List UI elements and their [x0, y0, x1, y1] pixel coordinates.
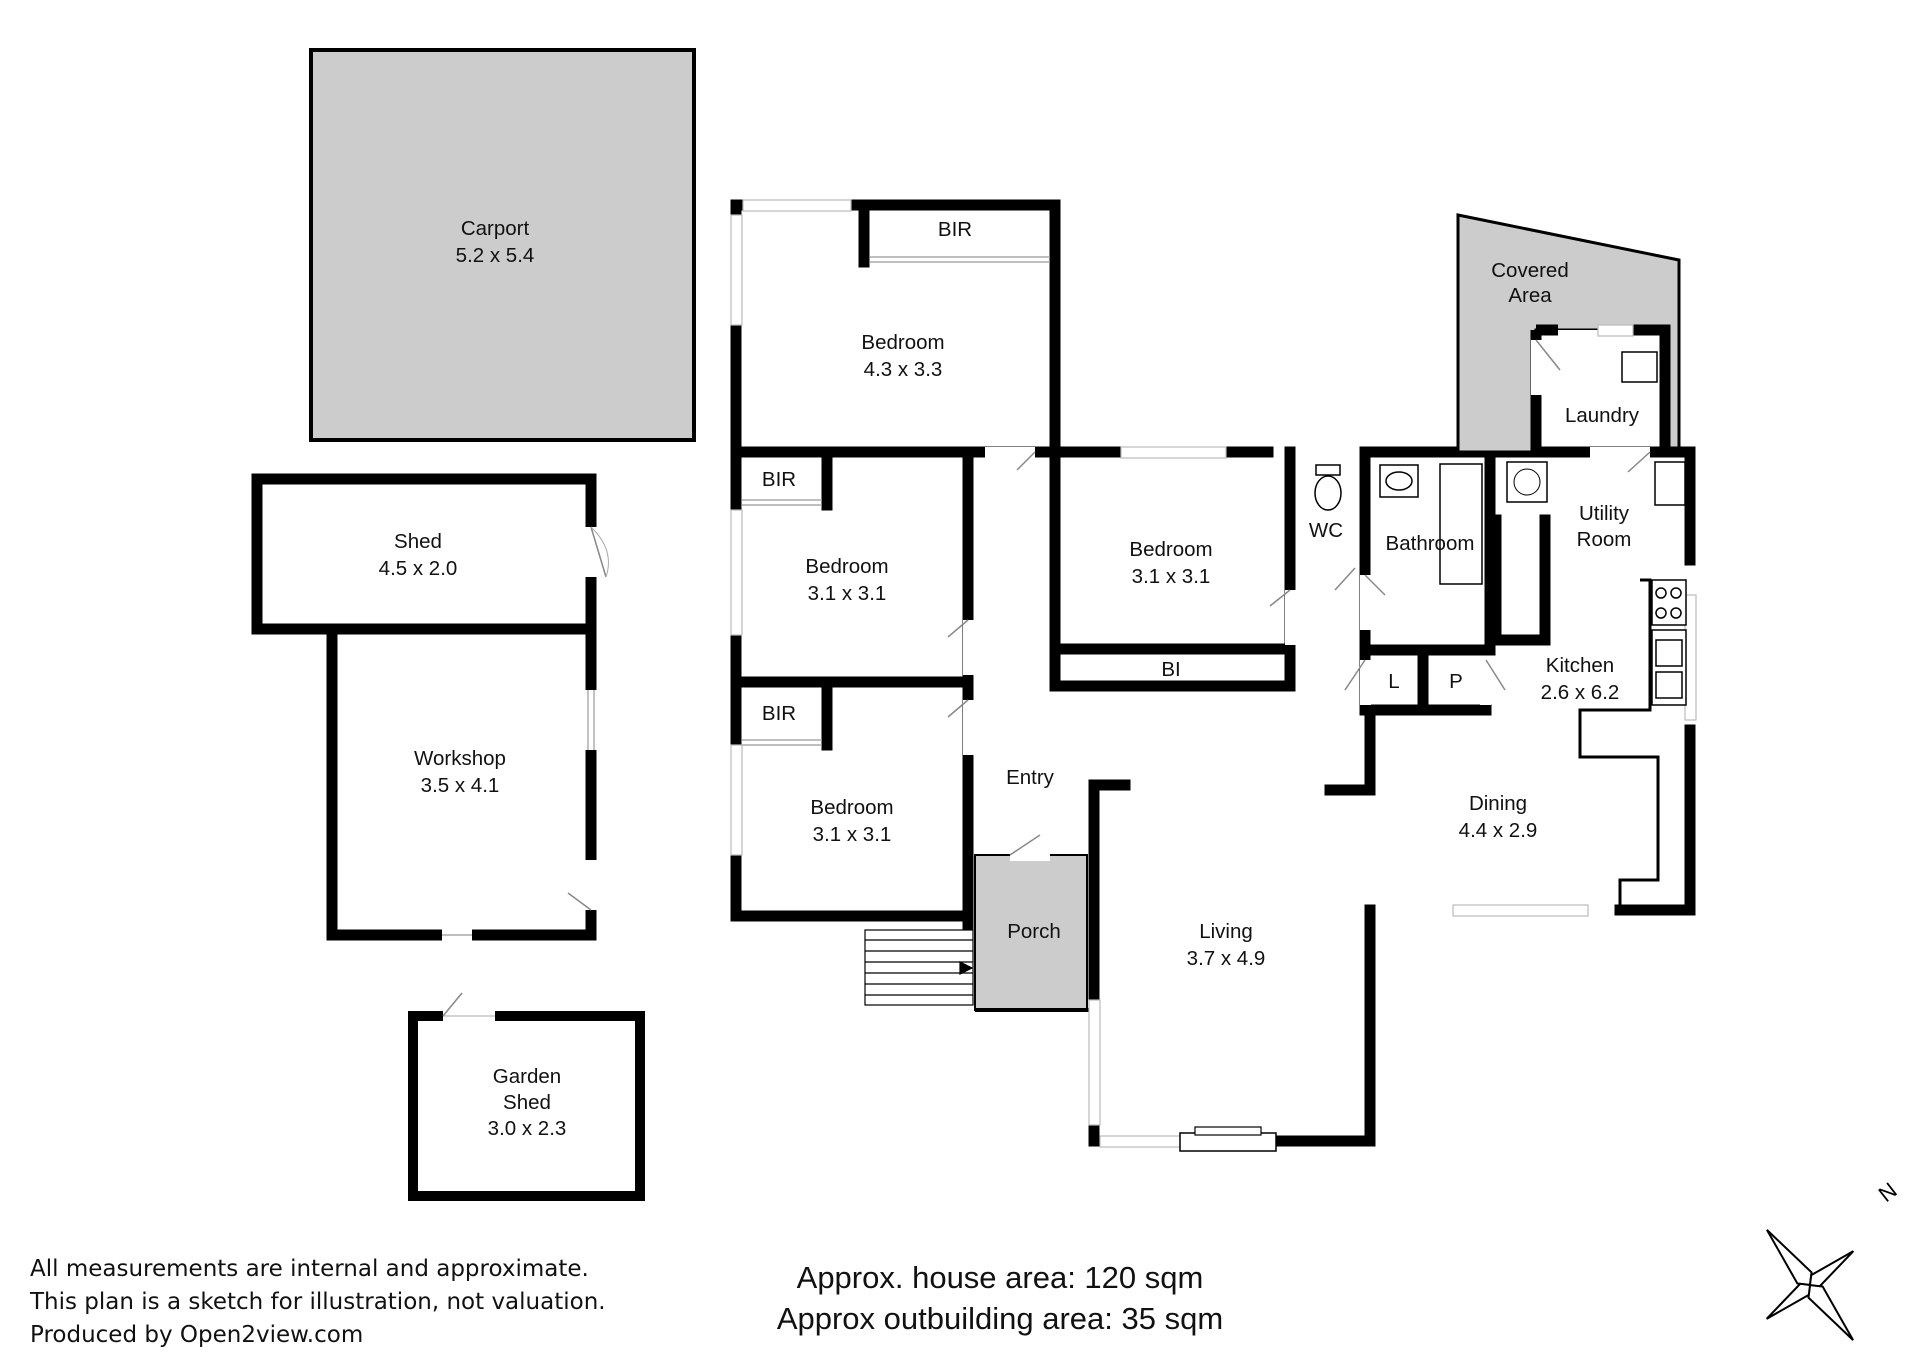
bay-window [1179, 1132, 1277, 1152]
pantry-label: P [1449, 670, 1463, 693]
living-dims: 3.7 x 4.9 [1187, 947, 1266, 970]
disclaimer-line2: This plan is a sketch for illustration, … [30, 1289, 606, 1315]
bedroom3-dims: 3.1 x 3.1 [813, 823, 892, 846]
laundry-label: Laundry [1565, 404, 1640, 427]
disclaimer-line1: All measurements are internal and approx… [30, 1256, 589, 1282]
bir3-label: BIR [762, 702, 796, 725]
bedroom1-name: Bedroom [861, 331, 944, 354]
bedroom2-name: Bedroom [805, 555, 888, 578]
bedroom4-name: Bedroom [1129, 538, 1212, 561]
compass-icon: N [1765, 1177, 1902, 1341]
porch-label: Porch [1007, 920, 1061, 943]
entry-steps [864, 929, 974, 1006]
cooktop-icon [1651, 579, 1687, 626]
kitchen-counter [1578, 578, 1660, 910]
toilet-icon [1314, 475, 1342, 511]
workshop: Workshop 3.5 x 4.1 [326, 634, 597, 941]
compass-north-label: N [1874, 1177, 1902, 1206]
bir1-label: BIR [938, 218, 972, 241]
bir2-label: BIR [762, 468, 796, 491]
bedroom4-dims: 3.1 x 3.1 [1132, 565, 1211, 588]
bathroom-label: Bathroom [1386, 532, 1475, 555]
bi-label: BI [1161, 658, 1180, 681]
dining-dims: 4.4 x 2.9 [1459, 819, 1538, 842]
bedroom3-name: Bedroom [810, 796, 893, 819]
living-name: Living [1199, 920, 1253, 943]
carport-name: Carport [461, 217, 530, 240]
garden-shed: Garden Shed 3.0 x 2.3 [408, 1011, 645, 1201]
fixtures [1314, 351, 1687, 706]
disclaimer-line3: Produced by Open2view.com [30, 1322, 364, 1348]
linen-label: L [1388, 670, 1399, 693]
shed-name: Shed [394, 530, 442, 553]
shed-dims: 4.5 x 2.0 [379, 557, 458, 580]
entry-label: Entry [1006, 766, 1055, 789]
workshop-dims: 3.5 x 4.1 [421, 774, 500, 797]
shed-door [585, 526, 609, 578]
wc-label: WC [1309, 519, 1343, 542]
laundry-tub-icon [1621, 351, 1658, 383]
utility-line2: Room [1577, 528, 1632, 551]
garden-shed-name-1: Garden [493, 1065, 561, 1088]
workshop-door [567, 860, 597, 911]
outbuilding-area: Approx outbuilding area: 35 sqm [776, 1301, 1224, 1336]
windows [730, 199, 1697, 1148]
sink-icon [1654, 461, 1686, 506]
workshop-name: Workshop [414, 747, 506, 770]
kitchen-dims: 2.6 x 6.2 [1541, 681, 1620, 704]
covered-area-line1: Covered [1491, 259, 1569, 282]
dining-name: Dining [1469, 792, 1527, 815]
garden-shed-name-2: Shed [503, 1091, 551, 1114]
doors [947, 339, 1651, 861]
shed: Shed 4.5 x 2.0 [251, 473, 597, 635]
utility-line1: Utility [1579, 502, 1630, 525]
bedroom2-dims: 3.1 x 3.1 [808, 582, 887, 605]
kitchen-name: Kitchen [1546, 654, 1614, 677]
garden-shed-dims: 3.0 x 2.3 [488, 1117, 567, 1140]
carport: Carport 5.2 x 5.4 [309, 48, 696, 442]
bedroom1-dims: 4.3 x 3.3 [864, 358, 943, 381]
covered-area-line2: Area [1508, 284, 1552, 307]
garden-shed-door [442, 992, 495, 1021]
carport-dims: 5.2 x 5.4 [456, 244, 535, 267]
bathtub-icon [1439, 463, 1483, 585]
sliding-doors [742, 256, 1050, 746]
house-area: Approx. house area: 120 sqm [796, 1260, 1204, 1295]
porch: Porch [974, 854, 1088, 1011]
